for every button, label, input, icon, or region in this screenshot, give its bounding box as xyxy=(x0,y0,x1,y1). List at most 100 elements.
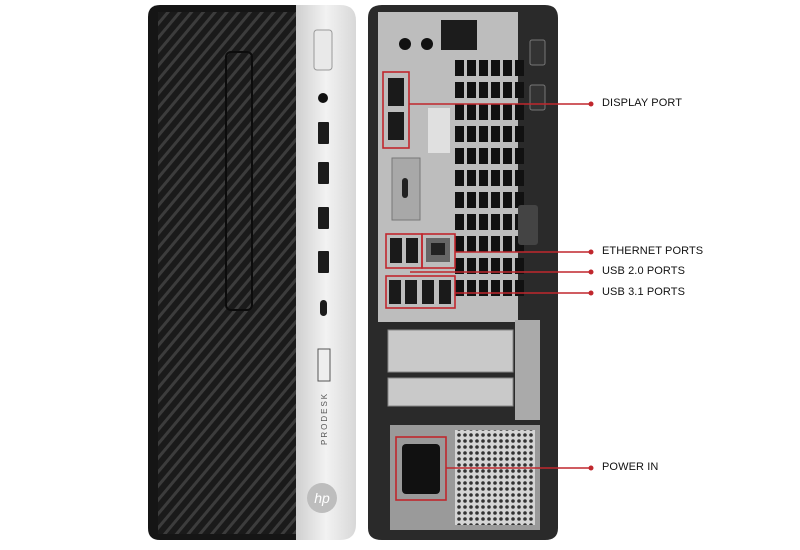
vent-slot xyxy=(491,60,500,76)
usb-3-port-icon xyxy=(389,280,401,304)
vent-slot xyxy=(503,258,512,274)
vent-slot xyxy=(491,126,500,142)
callout-dots xyxy=(588,101,594,471)
vent-slot xyxy=(515,126,524,142)
vent-slot xyxy=(467,170,476,186)
vent-slot xyxy=(503,126,512,142)
expansion-slot-cover xyxy=(387,377,514,407)
vent-slot xyxy=(479,280,488,296)
hp-logo-text: hp xyxy=(314,490,330,506)
usb-port-icon xyxy=(318,162,329,184)
vent-slot xyxy=(491,104,500,120)
usb-3-port-icon xyxy=(439,280,451,304)
vent-slot xyxy=(467,192,476,208)
vent-slot xyxy=(515,60,524,76)
vent-slot xyxy=(455,126,464,142)
vent-slot xyxy=(491,192,500,208)
hp-logo-icon xyxy=(307,483,337,513)
vent-slot xyxy=(467,258,476,274)
vent-slot xyxy=(515,82,524,98)
usb-port-icon xyxy=(318,251,329,273)
audio-jack-icon xyxy=(318,93,328,103)
psu-fan-mesh xyxy=(455,430,535,525)
vent-slot xyxy=(467,280,476,296)
vent-slot xyxy=(503,192,512,208)
vent-slot xyxy=(479,60,488,76)
vent-slot xyxy=(455,280,464,296)
vent-slot xyxy=(491,148,500,164)
vent-slot xyxy=(467,214,476,230)
vent-slot xyxy=(455,258,464,274)
callout-dot xyxy=(588,465,594,471)
front-view: PRODESK hp xyxy=(148,5,356,540)
vent-slot xyxy=(479,82,488,98)
label-power-in: POWER IN xyxy=(602,461,659,473)
lock-slot-icon xyxy=(529,39,546,66)
vent-slot xyxy=(467,236,476,252)
vent-slot xyxy=(455,104,464,120)
callout-dot xyxy=(588,269,594,275)
vent-slot xyxy=(455,82,464,98)
audio-in-icon xyxy=(421,38,433,50)
vent-slot xyxy=(503,214,512,230)
callout-dot xyxy=(588,249,594,255)
vent-slot xyxy=(479,214,488,230)
audio-out-icon xyxy=(399,38,411,50)
usb-port-icon xyxy=(318,122,329,144)
display-port-icon xyxy=(388,112,404,140)
vent-slot xyxy=(503,148,512,164)
vent-slot xyxy=(467,148,476,164)
expansion-slot-cover xyxy=(387,329,514,373)
vent-slot xyxy=(455,60,464,76)
usb-2-port-icon xyxy=(390,238,402,263)
vent-slot xyxy=(467,104,476,120)
label-ethernet-ports: ETHERNET PORTS xyxy=(602,245,704,257)
vent-slot xyxy=(479,170,488,186)
lock-slot-icon xyxy=(529,84,546,111)
vent-slot xyxy=(503,236,512,252)
callout-dot xyxy=(588,290,594,296)
vent-slot xyxy=(515,104,524,120)
vent-slot xyxy=(503,104,512,120)
vent-slot xyxy=(467,82,476,98)
callout-lines xyxy=(382,71,590,501)
brand-text: PRODESK xyxy=(320,392,329,445)
vent-slot xyxy=(491,280,500,296)
vent-slot xyxy=(455,236,464,252)
serial-port-cover xyxy=(428,108,450,153)
usb-3-port-icon xyxy=(422,280,434,304)
vent-slot xyxy=(455,192,464,208)
vent-slot xyxy=(479,258,488,274)
vent-slot xyxy=(503,280,512,296)
callout-dot xyxy=(588,101,594,107)
display-port-icon xyxy=(388,78,404,106)
label-usb-2-ports: USB 2.0 PORTS xyxy=(602,265,686,277)
vent-slot xyxy=(479,236,488,252)
vent-slot xyxy=(479,126,488,142)
rear-latch xyxy=(518,205,538,245)
power-socket-icon xyxy=(402,444,440,494)
usb-3-port-icon xyxy=(405,280,417,304)
vent-slot xyxy=(479,148,488,164)
usb-c-port-icon xyxy=(320,300,327,316)
label-display-port: DISPLAY PORT xyxy=(602,97,683,109)
vent-slot xyxy=(491,214,500,230)
display-port-highlight xyxy=(382,71,410,149)
slot-bracket xyxy=(515,320,540,420)
vent-slot xyxy=(491,258,500,274)
vent-slot xyxy=(515,148,524,164)
vent-slot xyxy=(491,170,500,186)
label-usb-3-ports: USB 3.1 PORTS xyxy=(602,286,686,298)
vent-slot xyxy=(491,82,500,98)
usb-3-highlight xyxy=(385,275,456,309)
vent-slot xyxy=(479,192,488,208)
vent-slot xyxy=(515,258,524,274)
vent-slot xyxy=(491,236,500,252)
vent-slot xyxy=(515,170,524,186)
vent-slot xyxy=(455,214,464,230)
vent-slot xyxy=(515,192,524,208)
usb-port-icon xyxy=(318,207,329,229)
optical-drive-outline xyxy=(225,51,253,311)
vent-slot xyxy=(503,170,512,186)
